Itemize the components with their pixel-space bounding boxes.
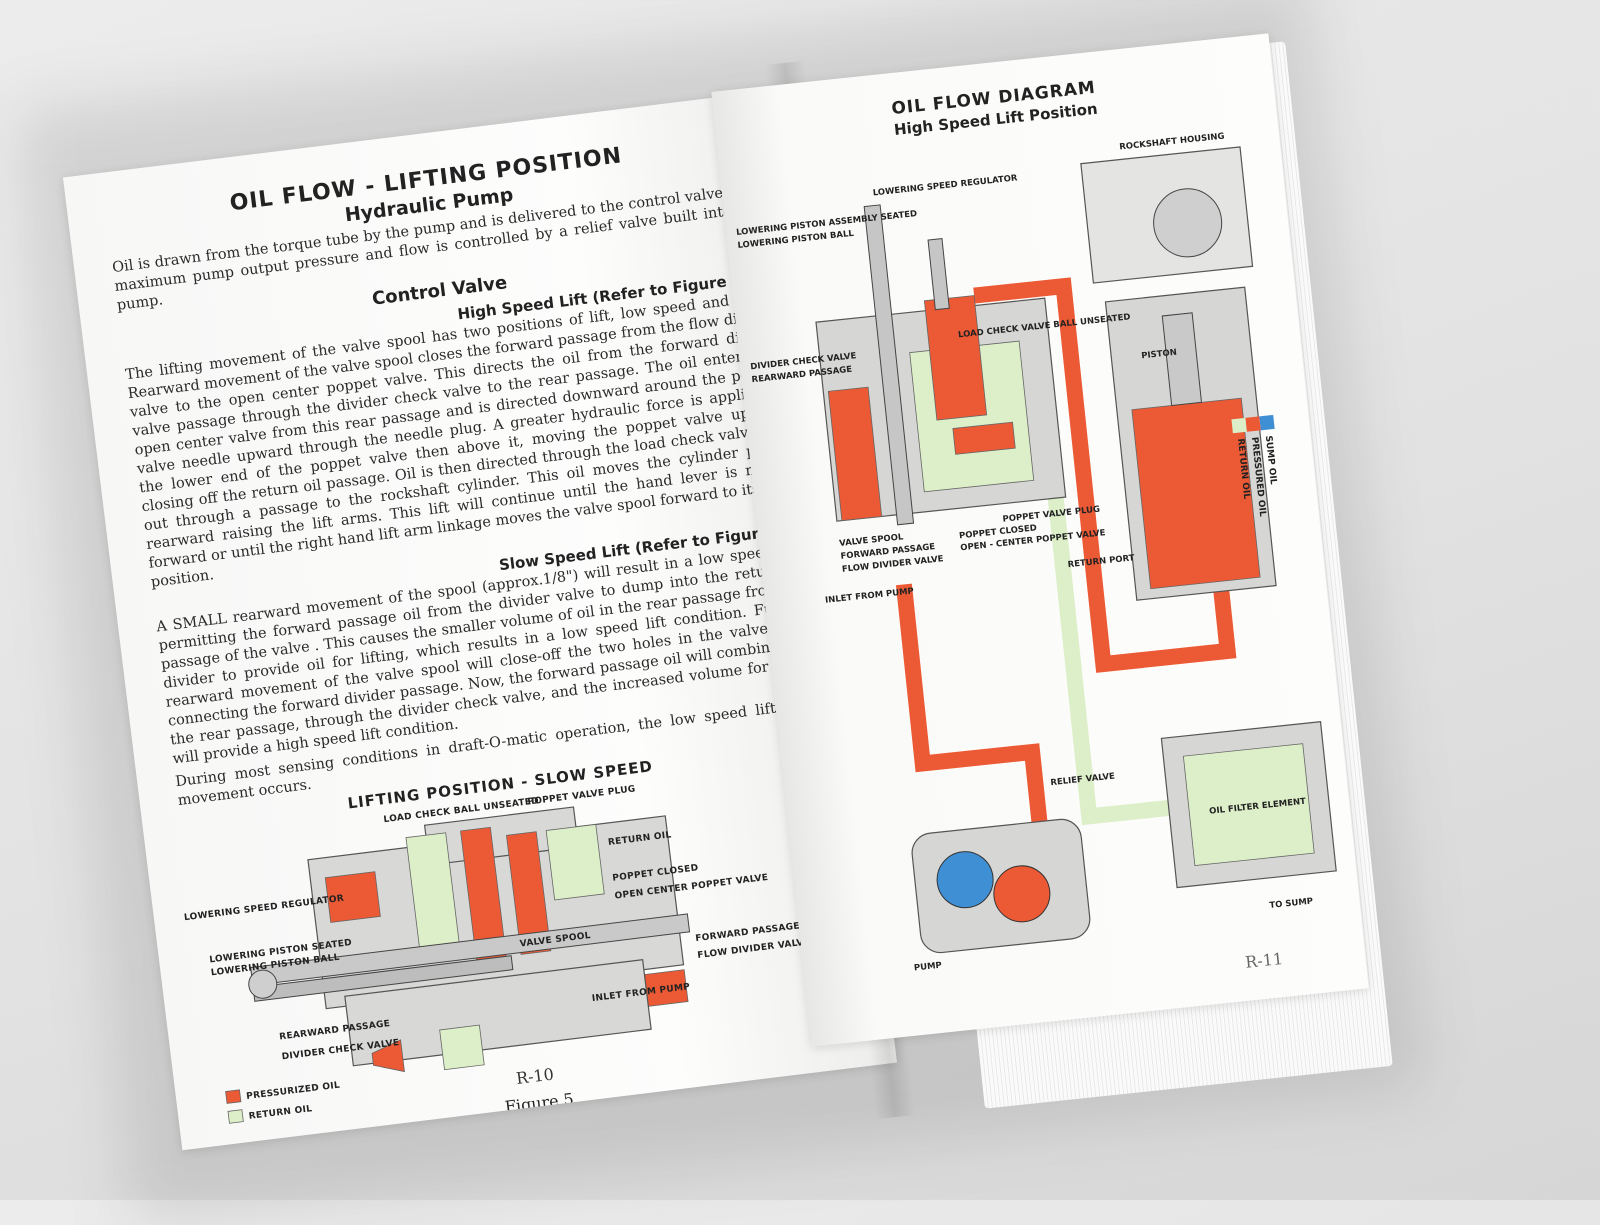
return-lower-chamber xyxy=(439,1024,485,1071)
valve-lower-housing xyxy=(344,959,652,1067)
legend-return-swatch xyxy=(227,1109,244,1124)
divider-check-valve-shape xyxy=(371,1039,405,1073)
label-to-sump: TO SUMP xyxy=(1269,896,1314,911)
left-page: OIL FLOW - LIFTING POSITION Hydraulic Pu… xyxy=(62,89,898,1151)
label-lowering-speed-reg: LOWERING SPEED REGULATOR xyxy=(872,173,1018,198)
legend-pressurized-label: PRESSURIZED OIL xyxy=(246,1081,341,1102)
legend-pressurized-swatch xyxy=(225,1089,242,1104)
pump-gear-pressurized xyxy=(993,865,1051,923)
cv-divider xyxy=(827,386,883,522)
cv-poppet xyxy=(952,421,1016,455)
oil-filter-element xyxy=(1182,743,1315,867)
pressurized-oil-line xyxy=(973,277,1237,673)
pressurized-inlet-line xyxy=(895,583,1049,833)
legend-return-swatch xyxy=(1231,417,1247,434)
cv-pressurized-chamber xyxy=(923,295,988,421)
right-page: OIL FLOW DIAGRAM High Speed Lift Positio… xyxy=(711,33,1369,1047)
pressurized-poppet xyxy=(505,831,552,955)
label-pump: PUMP xyxy=(914,961,943,974)
legend-return-label: RETURN OIL xyxy=(248,1104,313,1122)
pressurized-left-chamber xyxy=(324,871,381,923)
slow-speed-valve-diagram: LOAD CHECK BALL UNSEATED POPPET VALVE PL… xyxy=(184,784,811,1124)
pump-gear-sump xyxy=(936,851,994,909)
return-oil-chamber-right xyxy=(545,823,605,901)
label-rockshaft-housing: ROCKSHAFT HOUSING xyxy=(1119,132,1225,153)
high-speed-flow-diagram: LOWERING SPEED REGULATOR LOWERING PISTON… xyxy=(736,132,1337,974)
rockshaft-gear xyxy=(1153,188,1223,258)
label-return-port: RETURN PORT xyxy=(1067,553,1135,570)
legend-pressured-swatch xyxy=(1245,416,1261,432)
legend-sump-swatch xyxy=(1259,414,1275,431)
label-piston: PISTON xyxy=(1141,348,1178,362)
piston-rod xyxy=(1161,312,1203,407)
page-number-right: R-11 xyxy=(1244,948,1284,972)
cv-valve-spool xyxy=(863,204,915,526)
spool-end-flange xyxy=(248,969,278,999)
cv-regulator-stem xyxy=(927,238,950,311)
